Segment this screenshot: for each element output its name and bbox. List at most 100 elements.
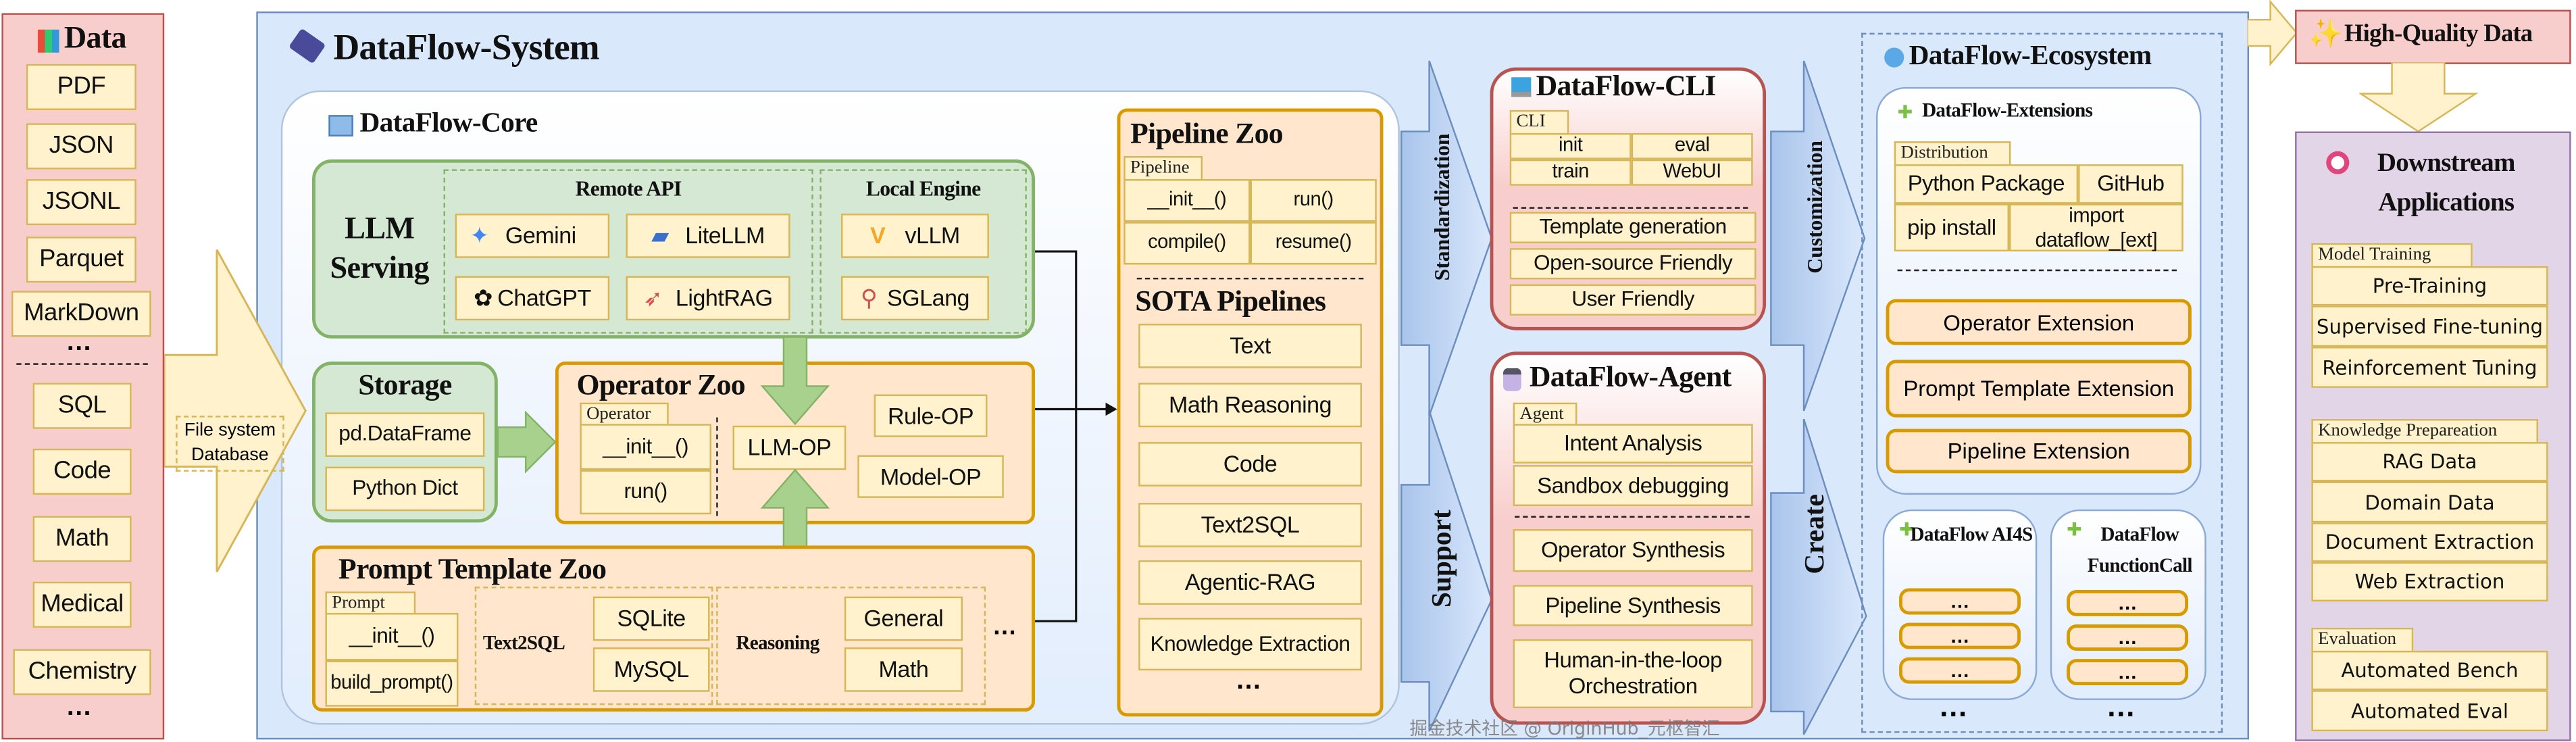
gemini-label: Gemini	[505, 222, 576, 249]
agent-operator-synthesis: Operator Synthesis	[1513, 529, 1753, 572]
sota-knowledge-extraction: Knowledge Extraction	[1138, 618, 1362, 671]
cli-template-generation: Template generation	[1509, 212, 1757, 243]
sglang-icon: ⚲	[860, 285, 878, 312]
support-label: Support	[1425, 510, 1457, 608]
automated-bench: Automated Bench	[2311, 650, 2548, 691]
document-extraction: Document Extraction	[2311, 522, 2548, 562]
sota-text2sql: Text2SQL	[1138, 503, 1362, 547]
prompt-method-init: __init__()	[325, 613, 459, 661]
divider	[716, 417, 718, 516]
math-item: Math	[844, 647, 963, 692]
gemini-icon: ✦	[470, 222, 489, 249]
litellm-label: LiteLLM	[685, 222, 765, 249]
ecosystem-panel	[1861, 32, 2223, 733]
core-to-pipeline-connector	[1034, 250, 1117, 622]
pipeline-extension: Pipeline Extension	[1886, 428, 2192, 474]
github: GitHub	[2078, 164, 2183, 204]
text2sql-label: Text2SQL	[482, 630, 565, 654]
reinforcement-tuning: Reinforcement Tuning	[2311, 347, 2548, 388]
ai4s-title: DataFlow AI4S	[1910, 522, 2033, 546]
data-item-code: Code	[32, 448, 132, 495]
data-item-sql: SQL	[32, 382, 132, 429]
prompt-tab: Prompt	[325, 591, 416, 615]
divider	[1136, 277, 1364, 280]
prompt-more: …	[992, 613, 1017, 641]
general-item: General	[844, 596, 963, 641]
ecosystem-more: …	[1938, 690, 1969, 723]
remote-api-group	[443, 169, 813, 334]
sparkles-icon: ✨	[2308, 18, 2344, 49]
agent-title: DataFlow-Agent	[1529, 360, 1732, 393]
divider	[16, 363, 148, 365]
openai-icon: ✿	[473, 285, 493, 312]
litellm-item: ▰ LiteLLM	[626, 214, 790, 258]
text2sql-group	[474, 587, 713, 706]
data-panel	[1, 13, 165, 740]
extensions-title: DataFlow-Extensions	[1922, 98, 2093, 122]
sota-math-reasoning: Math Reasoning	[1138, 382, 1362, 428]
functioncall-item: …	[2067, 659, 2189, 686]
vllm-icon: V	[870, 222, 886, 249]
puzzle-icon: ✚	[1897, 103, 1913, 124]
computer-icon	[1511, 77, 1532, 97]
storage-item-dataframe: pd.DataFrame	[325, 412, 485, 457]
llm-serving-title: LLM Serving	[330, 212, 430, 287]
sota-pipelines-title: SOTA Pipelines	[1135, 284, 1326, 318]
output-arrow	[2247, 0, 2298, 67]
pipeline-method-run: run()	[1250, 179, 1377, 222]
data-item-pdf: PDF	[26, 64, 136, 110]
customization-label: Customization	[1802, 141, 1827, 274]
operator-zoo-title: Operator Zoo	[576, 368, 746, 401]
pip-install: pip install	[1894, 203, 2009, 252]
agent-pipeline-synthesis: Pipeline Synthesis	[1513, 585, 1753, 626]
web-extraction: Web Extraction	[2311, 562, 2548, 602]
train-icon: ▰	[651, 222, 669, 249]
cli-eval: eval	[1631, 132, 1753, 159]
high-quality-data-title: High-Quality Data	[2344, 21, 2533, 48]
standardization-label: Standardization	[1429, 133, 1455, 281]
prompt-template-extension: Prompt Template Extension	[1886, 360, 2192, 418]
pipeline-method-resume: resume()	[1250, 222, 1377, 265]
operator-extension: Operator Extension	[1886, 299, 2192, 345]
llm-op-arrows	[760, 337, 830, 551]
bar-chart-icon	[37, 29, 59, 53]
functioncall-title: DataFlow FunctionCall	[2087, 522, 2193, 577]
pipeline-tab: Pipeline	[1123, 156, 1203, 181]
ecosystem-title: DataFlow-Ecosystem	[1909, 39, 2152, 71]
knowledge-preparation-tab: Knowledge Prepareation	[2311, 419, 2538, 444]
llm-op: LLM-OP	[732, 425, 847, 470]
cli-tab: CLI	[1509, 109, 1569, 135]
pipeline-method-init: __init__()	[1123, 179, 1251, 222]
automated-eval: Automated Eval	[2311, 690, 2548, 732]
sota-code: Code	[1138, 442, 1362, 487]
puzzle-icon: ✚	[2067, 520, 2082, 541]
flow-arrows	[1400, 60, 1867, 735]
local-engine-title: Local Engine	[865, 176, 981, 201]
core-title: DataFlow-Core	[359, 107, 538, 139]
rag-data: RAG Data	[2311, 442, 2548, 482]
storage-title: Storage	[358, 368, 452, 401]
data-item-jsonl: JSONL	[26, 179, 136, 226]
reasoning-label: Reasoning	[736, 630, 819, 654]
agent-sandbox-debugging: Sandbox debugging	[1513, 465, 1753, 506]
cli-train: train	[1509, 159, 1632, 186]
database-label: Database	[191, 445, 269, 466]
ecosystem-more-2: …	[2106, 690, 2136, 723]
lightrag-label: LightRAG	[675, 285, 773, 312]
sglang-item: ⚲SGLang	[841, 276, 989, 321]
cli-webui: WebUI	[1631, 159, 1753, 186]
lightrag-item: ➶ LightRAG	[626, 276, 790, 321]
prompt-zoo-title: Prompt Template Zoo	[338, 552, 607, 585]
mysql-item: MySQL	[592, 647, 710, 692]
chatgpt-item: ✿ChatGPT	[455, 276, 610, 321]
data-item-math: Math	[32, 516, 132, 562]
create-label: Create	[1798, 493, 1830, 574]
agent-tab: Agent	[1513, 402, 1577, 426]
rocket-icon: ➶	[643, 285, 663, 312]
rule-op: Rule-OP	[874, 394, 988, 437]
python-package: Python Package	[1894, 164, 2079, 204]
sqlite-item: SQLite	[592, 596, 710, 641]
supervised-fine-tuning: Supervised Fine-tuning	[2311, 305, 2548, 347]
